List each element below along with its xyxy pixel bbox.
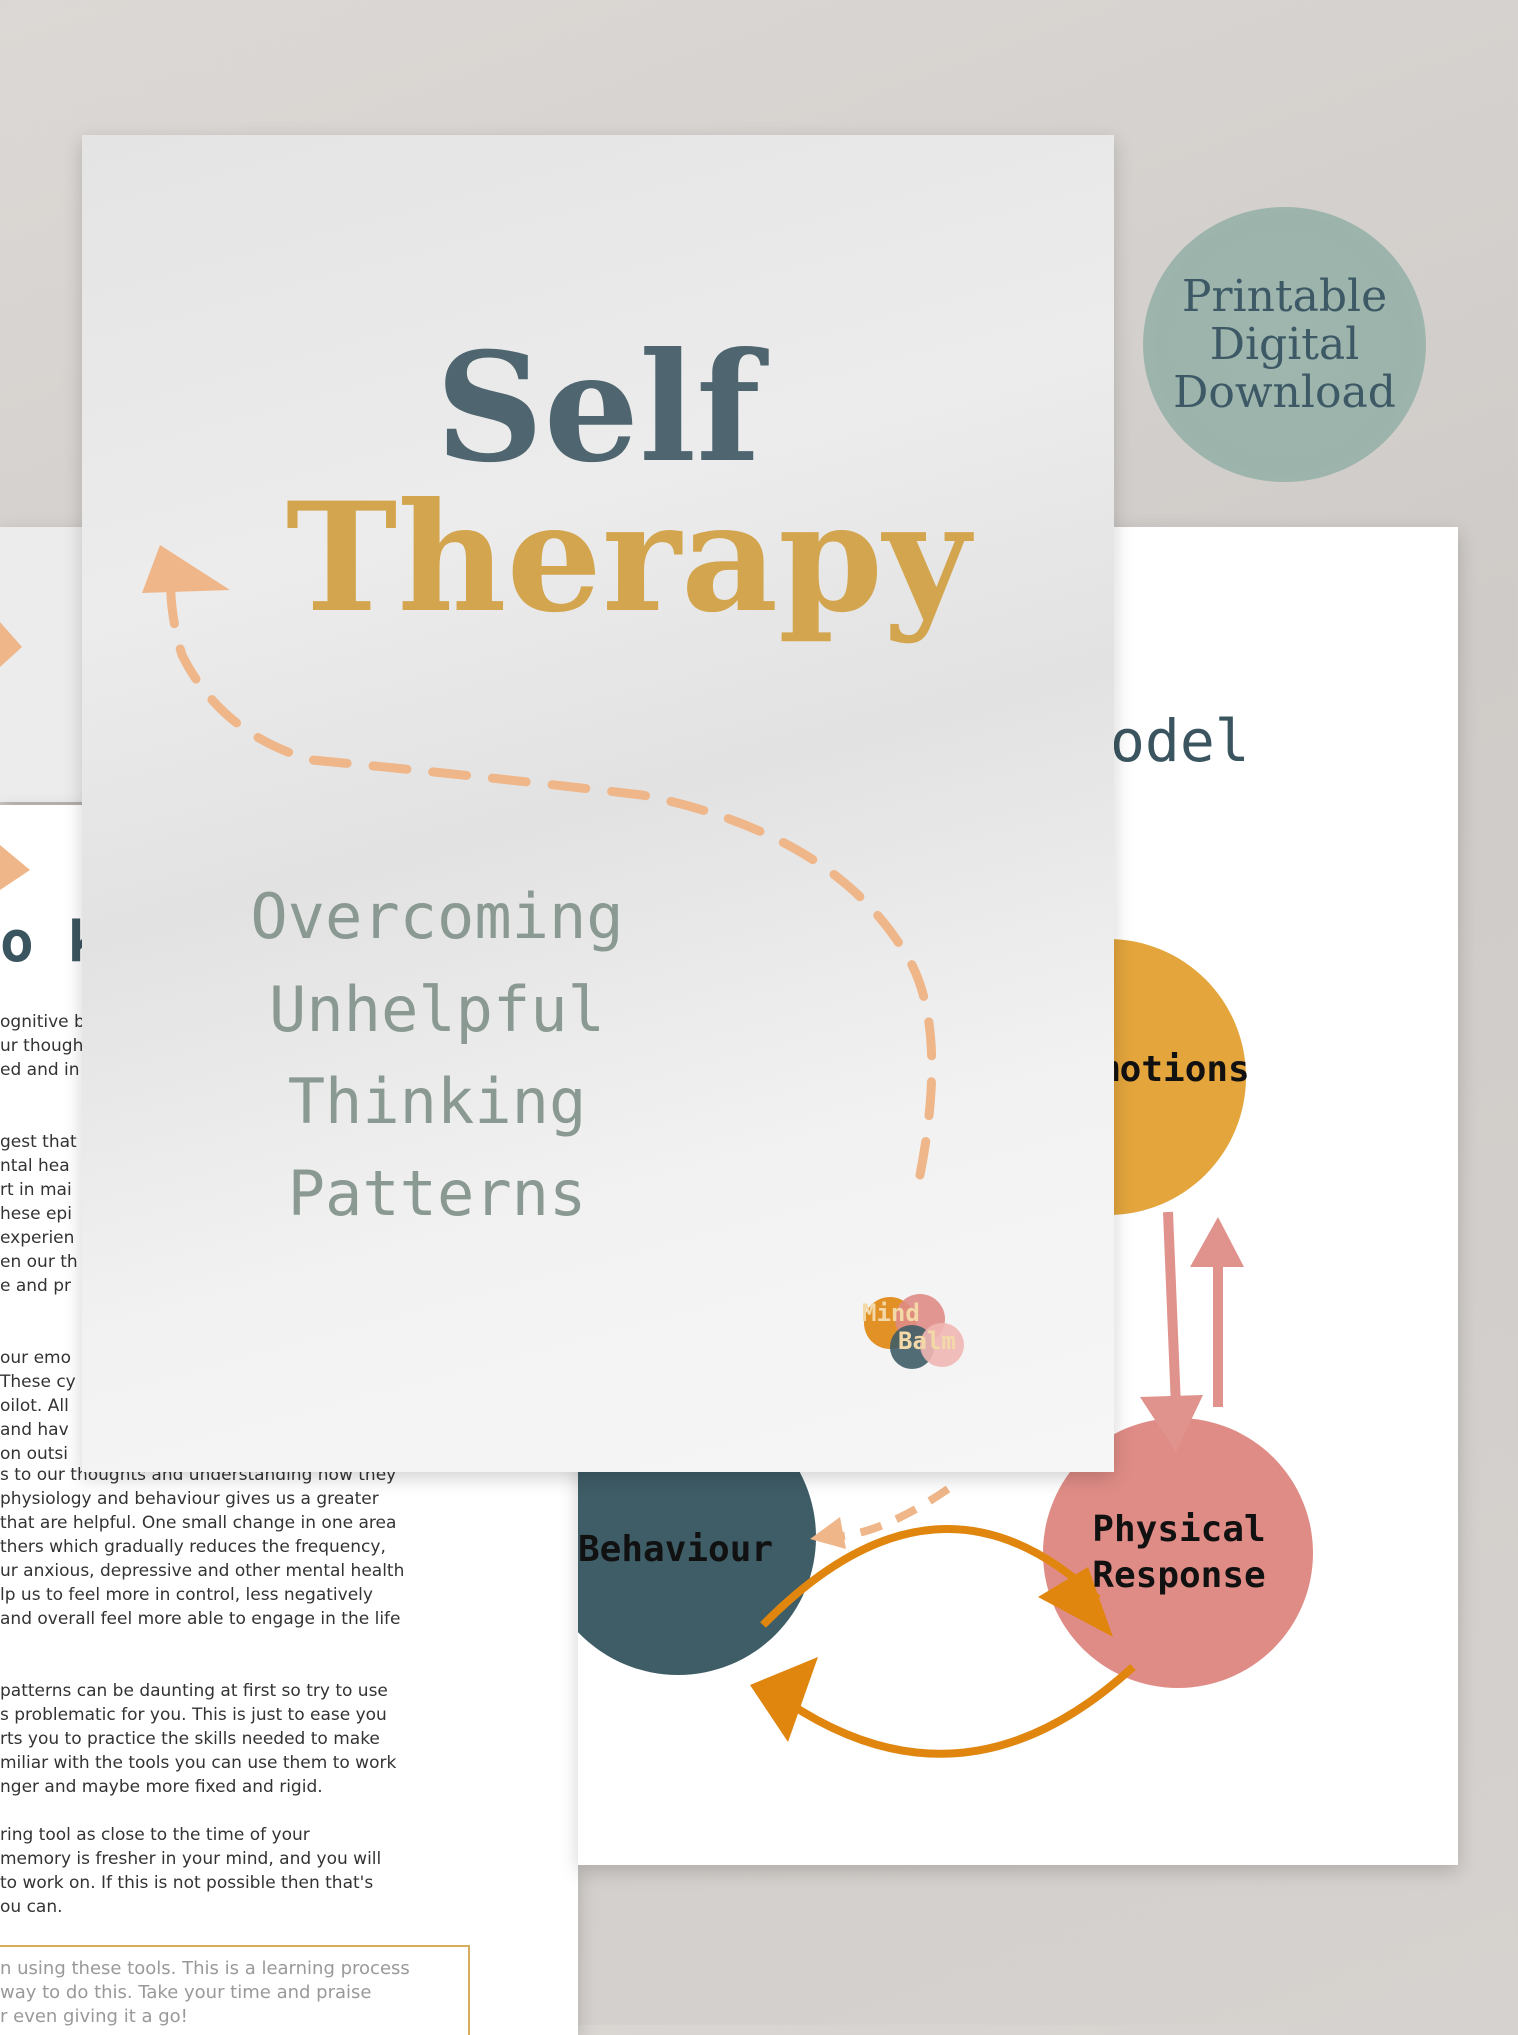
left-page-text-line: thers which gradually reduces the freque… bbox=[0, 1537, 386, 1557]
arrow-tip-icon bbox=[0, 622, 22, 667]
left-page-note-line: way to do this. Take your time and prais… bbox=[0, 1982, 372, 2003]
left-page-text-line: and overall feel more able to engage in … bbox=[0, 1609, 401, 1629]
left-page-text-line: experien bbox=[0, 1228, 75, 1248]
left-page-text-line: ring tool as close to the time of your bbox=[0, 1825, 310, 1845]
left-page-text-line: These cy bbox=[0, 1372, 76, 1392]
left-page-text-line: miliar with the tools you can use them t… bbox=[0, 1753, 397, 1773]
cover-subtitle-line-4: Patterns bbox=[287, 1157, 587, 1230]
left-page-text-line: rts you to practice the skills needed to… bbox=[0, 1729, 380, 1749]
left-page-note-line: r even giving it a go! bbox=[0, 2006, 188, 2027]
cover-title-self: Self bbox=[435, 320, 761, 496]
left-page-text-line: rt in mai bbox=[0, 1180, 72, 1200]
logo-word-balm: Balm bbox=[898, 1327, 956, 1355]
left-page-text-line: and hav bbox=[0, 1420, 69, 1440]
left-page-intro-text: ognitive b ur though ed and in gest that nt… bbox=[0, 1010, 470, 1466]
model-title-fragment-2: odel bbox=[1110, 707, 1250, 775]
left-page-text-line: on outsi bbox=[0, 1444, 68, 1464]
printable-digital-download-badge: Printable Digital Download bbox=[1143, 207, 1426, 482]
left-page-text-line: physiology and behaviour gives us a grea… bbox=[0, 1489, 379, 1509]
left-page-body-text: s to our thoughts and understanding how … bbox=[0, 1463, 470, 1919]
left-page-text-line: our emo bbox=[0, 1348, 71, 1368]
arrow-tip-icon bbox=[0, 845, 30, 890]
left-page-text-line: hese epi bbox=[0, 1204, 72, 1224]
left-page-text-line: ognitive b bbox=[0, 1012, 85, 1032]
left-page-text-line: to work on. If this is not possible then… bbox=[0, 1873, 374, 1893]
left-page-note-text: n using these tools. This is a learning … bbox=[0, 1957, 470, 2029]
left-page-text-line bbox=[0, 1631, 470, 1655]
emotions-physical-arrows bbox=[1140, 1211, 1244, 1452]
workbook-cover: Self Therapy Overcoming Unhelpful Thinki… bbox=[82, 135, 1114, 1472]
behaviour-label: Behaviour bbox=[578, 1529, 774, 1570]
left-page-text-line: gest that bbox=[0, 1132, 77, 1152]
left-page-text-line: ur though bbox=[0, 1036, 84, 1056]
left-page-text-line: memory is fresher in your mind, and you … bbox=[0, 1849, 382, 1869]
left-arrow-fragments bbox=[0, 622, 22, 667]
physical-response-label: Physical Response bbox=[1092, 1509, 1266, 1596]
left-page-text-line: en our th bbox=[0, 1252, 78, 1272]
left-page-note-box bbox=[0, 1945, 470, 2035]
left-page-text-line: oilot. All bbox=[0, 1396, 69, 1416]
left-page-text-line bbox=[0, 1799, 470, 1823]
dashed-loop-arrow bbox=[142, 545, 937, 1180]
left-page-text-line: that are helpful. One small change in on… bbox=[0, 1513, 397, 1533]
left-page-text-line: nger and maybe more fixed and rigid. bbox=[0, 1777, 323, 1797]
left-page-text-line: e and pr bbox=[0, 1276, 72, 1296]
left-page-text-line: ou can. bbox=[0, 1897, 63, 1917]
badge-line-3: Download bbox=[1173, 366, 1396, 418]
left-page-text-line: ed and in bbox=[0, 1060, 80, 1080]
behaviour-physical-arrows bbox=[750, 1525, 1136, 1758]
cover-title-therapy: Therapy bbox=[285, 470, 971, 646]
physical-response-circle bbox=[1043, 1418, 1313, 1688]
badge-line-2: Digital bbox=[1209, 318, 1360, 370]
cover-subtitle-line-2: Unhelpful bbox=[269, 973, 605, 1046]
mind-balm-logo: Mind Balm bbox=[842, 1285, 1002, 1385]
cover-subtitle-line-3: Thinking bbox=[287, 1065, 587, 1138]
emotions-label: motions bbox=[1098, 1049, 1250, 1090]
left-page-text-line: patterns can be daunting at first so try… bbox=[0, 1681, 388, 1701]
badge-line-1: Printable bbox=[1181, 270, 1388, 322]
cover-subtitle-line-1: Overcoming bbox=[250, 880, 624, 953]
arrow-head-icon bbox=[142, 545, 230, 593]
left-page-text-line: ur anxious, depressive and other mental … bbox=[0, 1561, 405, 1581]
left-page-note-line: n using these tools. This is a learning … bbox=[0, 1958, 410, 1979]
left-page-text-line: lp us to feel more in control, less nega… bbox=[0, 1585, 373, 1605]
left-page-text-line: ntal hea bbox=[0, 1156, 70, 1176]
left-page-text-line: s problematic for you. This is just to e… bbox=[0, 1705, 387, 1725]
logo-word-mind: Mind bbox=[862, 1299, 920, 1327]
dashed-arrow bbox=[810, 1485, 951, 1549]
left-page-text-line bbox=[0, 1655, 470, 1679]
